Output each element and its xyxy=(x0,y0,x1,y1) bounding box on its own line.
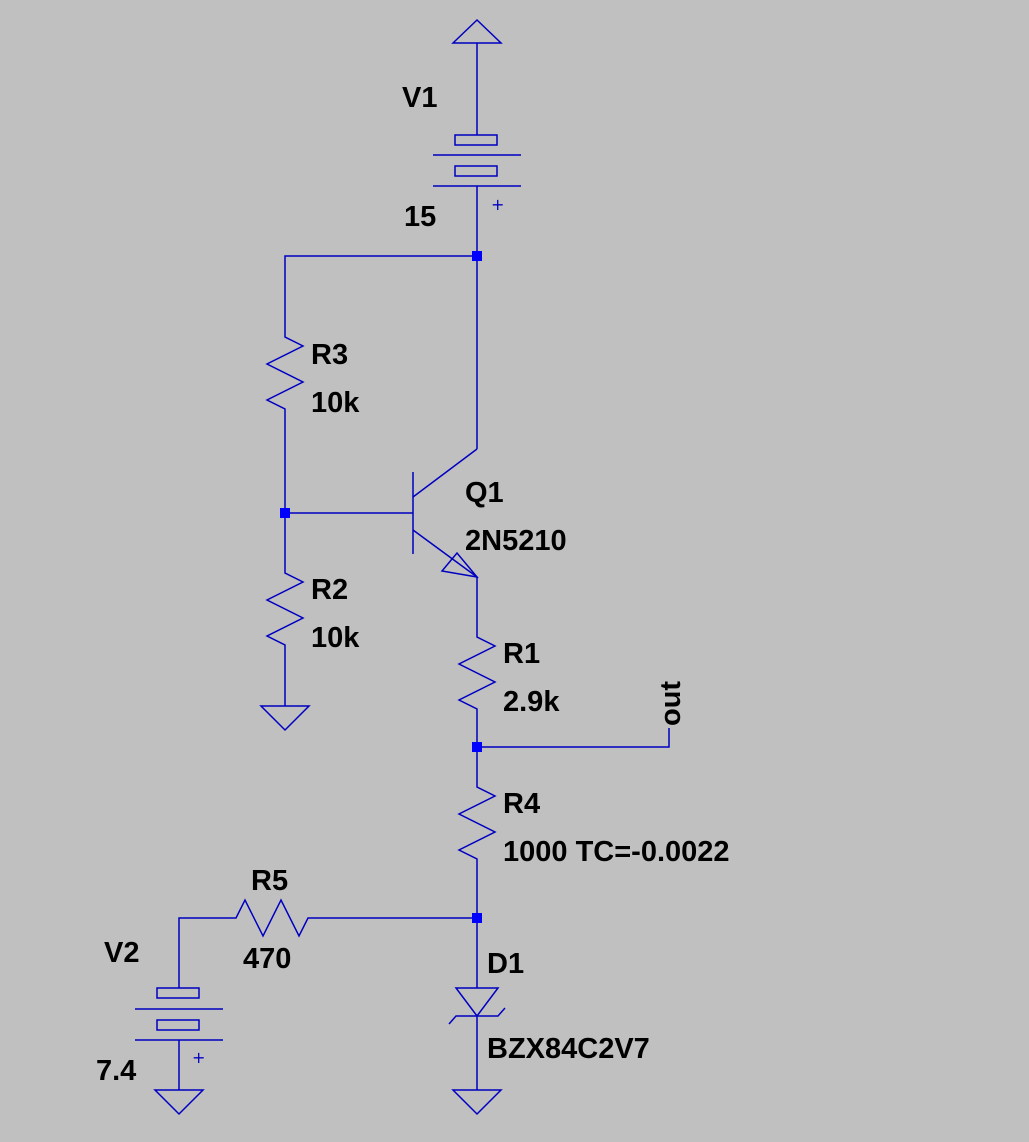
d1-value: BZX84C2V7 xyxy=(487,1033,650,1065)
q1-name: Q1 xyxy=(465,477,504,509)
v1-source[interactable]: + xyxy=(433,18,521,256)
d1-zener-diode[interactable] xyxy=(448,987,506,1090)
q1-value: 2N5210 xyxy=(465,525,567,557)
junction-zener-node xyxy=(472,913,482,923)
r5-name: R5 xyxy=(251,865,288,897)
r2-name: R2 xyxy=(311,574,348,606)
junction-v1-node xyxy=(472,251,482,261)
v2-plus-sign: + xyxy=(192,1048,205,1067)
v2-ground-icon xyxy=(153,1089,205,1116)
r5-value: 470 xyxy=(243,943,291,975)
junction-base-node xyxy=(280,508,290,518)
r2-resistor[interactable] xyxy=(265,566,305,652)
r1-resistor[interactable] xyxy=(457,630,497,716)
r1-value: 2.9k xyxy=(503,686,560,718)
v1-value: 15 xyxy=(404,201,436,233)
d1-ground-icon xyxy=(451,1089,503,1116)
r2-value: 10k xyxy=(311,622,360,654)
d1-name: D1 xyxy=(487,948,524,980)
q1-transistor[interactable] xyxy=(412,448,479,579)
r4-value: 1000 TC=-0.0022 xyxy=(503,836,730,868)
r3-value: 10k xyxy=(311,387,360,419)
r2-ground-icon xyxy=(259,705,311,732)
r4-name: R4 xyxy=(503,788,540,820)
v2-name: V2 xyxy=(104,937,139,969)
r5-resistor[interactable] xyxy=(229,898,315,938)
out-net-label: out xyxy=(655,681,687,726)
r3-resistor[interactable] xyxy=(265,330,305,416)
r3-name: R3 xyxy=(311,339,348,371)
v1-name: V1 xyxy=(402,82,437,114)
supply-flag-icon xyxy=(451,18,503,44)
v2-value: 7.4 xyxy=(96,1055,136,1087)
r1-name: R1 xyxy=(503,638,540,670)
r4-resistor[interactable] xyxy=(457,780,497,866)
junction-out-node xyxy=(472,742,482,752)
v1-plus-sign: + xyxy=(491,195,504,214)
v2-source[interactable]: + xyxy=(135,987,223,1090)
